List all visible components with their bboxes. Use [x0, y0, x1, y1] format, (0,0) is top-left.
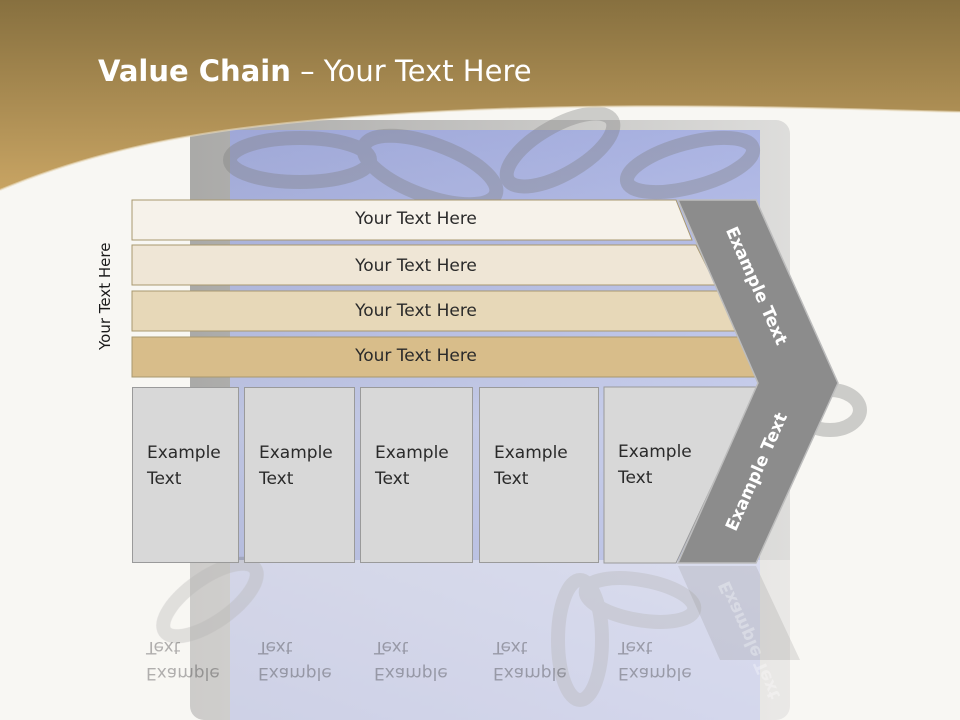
row-1-label: Your Text Here [355, 209, 477, 229]
slide-title-rest: – Your Text Here [290, 54, 532, 88]
column-2: Example Text [244, 387, 355, 563]
slide-title-bold: Value Chain [98, 54, 291, 88]
column-5: Example Text [604, 387, 714, 563]
column-4-reflection-text: Example Text [493, 637, 567, 683]
row-4-label: Your Text Here [355, 346, 477, 366]
column-3: Example Text [360, 387, 473, 563]
column-5-label: Example Text [618, 442, 692, 488]
column-1: Example Text [132, 387, 239, 563]
column-2-reflection: Example Text [244, 566, 355, 686]
column-4-reflection: Example Text [479, 566, 599, 686]
column-1-reflection-text: Example Text [146, 637, 220, 683]
row-2-label: Your Text Here [355, 256, 477, 276]
slide-title: Value Chain – Your Text Here [98, 54, 532, 88]
column-5-reflection-text: Example Text [618, 637, 692, 683]
column-5-reflection: Example Text [604, 566, 714, 686]
column-5-shape [603, 386, 759, 564]
row-1-shape [131, 199, 693, 241]
column-4: Example Text [479, 387, 599, 563]
column-1-label: Example Text [147, 443, 221, 489]
row-3-label: Your Text Here [355, 301, 477, 321]
chevron-shape [676, 199, 839, 564]
column-4-label: Example Text [494, 443, 568, 489]
column-3-reflection: Example Text [360, 566, 473, 686]
column-3-label: Example Text [375, 443, 449, 489]
column-1-reflection: Example Text [132, 566, 239, 686]
column-2-label: Example Text [259, 443, 333, 489]
column-2-reflection-text: Example Text [258, 637, 332, 683]
chevron-reflection [678, 566, 800, 660]
column-3-reflection-text: Example Text [374, 637, 448, 683]
